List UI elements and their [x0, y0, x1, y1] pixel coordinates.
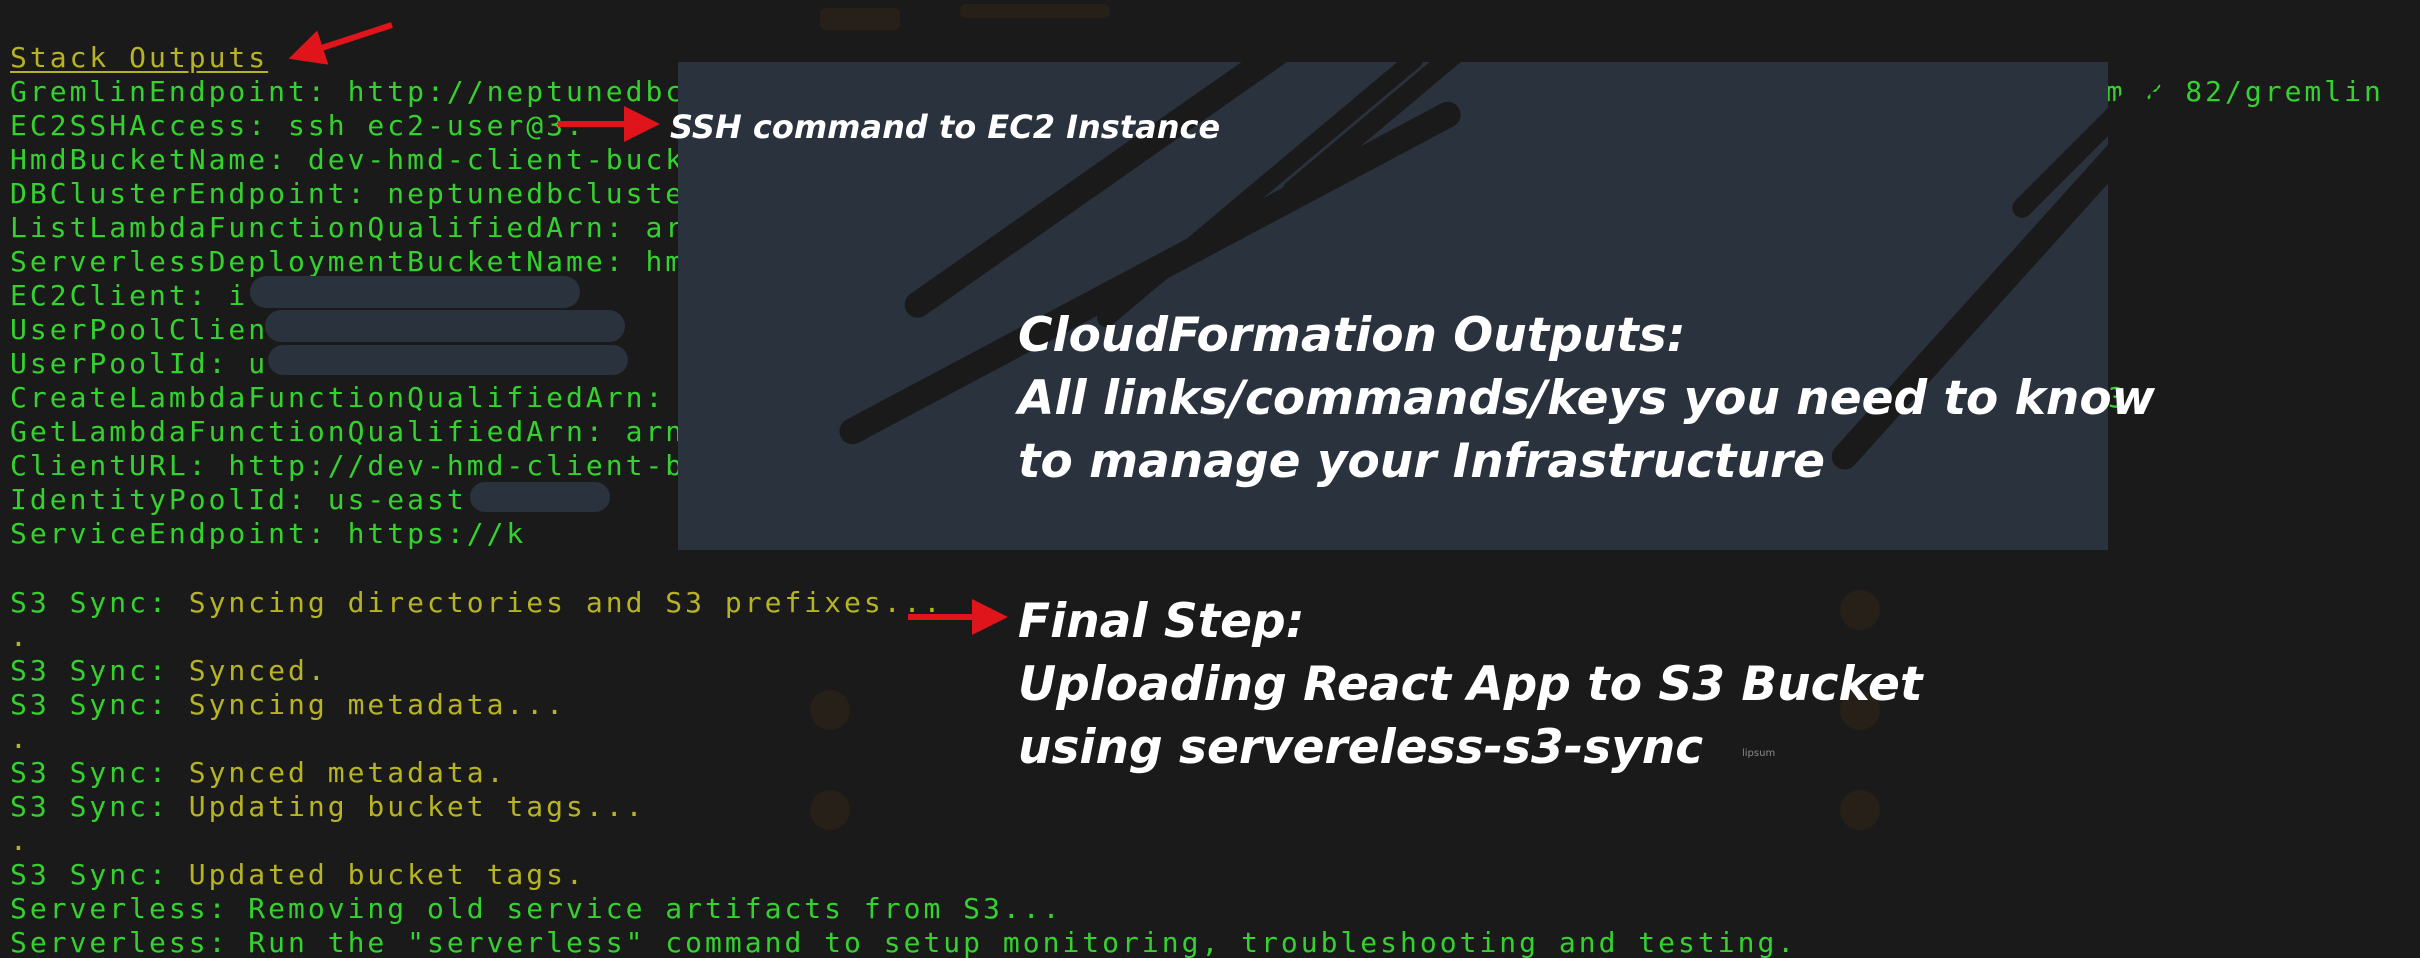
annotation-final-step-line3: using servereless-s3-sync	[1018, 720, 1704, 775]
output-line-ec2-client: EC2Client: i-0	[10, 279, 289, 312]
annotation-cloudformation-line2: All links/commands/keys you need to know	[1018, 371, 2156, 426]
tiny-label: lipsum	[1742, 748, 1776, 759]
sync-line: S3 Sync: Updating bucket tags...	[10, 790, 645, 824]
output-line-service-endpoint: ServiceEndpoint: https://k	[10, 517, 527, 550]
sync-prefix: S3 Sync:	[10, 790, 169, 823]
output-line-hmd-bucket-name: HmdBucketName: dev-hmd-client-buck	[10, 143, 686, 176]
output-line-client-url: ClientURL: http://dev-hmd-client-b	[10, 449, 686, 482]
redaction-blob	[250, 276, 580, 308]
sync-line: S3 Sync: Synced metadata.	[10, 756, 506, 790]
ghost-artifact	[960, 4, 1110, 18]
sync-line: S3 Sync: Synced.	[10, 654, 328, 688]
sync-line: .	[10, 722, 30, 756]
serverless-line-run: Serverless: Run the "serverless" command…	[10, 926, 1798, 958]
sync-prefix: S3 Sync:	[10, 858, 169, 891]
annotation-ssh: SSH command to EC2 Instance	[670, 108, 1221, 146]
redaction-blob	[470, 482, 610, 512]
output-tail-create-lambda: 3	[2108, 381, 2128, 414]
sync-prefix: S3 Sync:	[10, 688, 169, 721]
arrow-to-stack-outputs	[288, 22, 393, 65]
sync-text: Updating bucket tags...	[168, 790, 646, 823]
sync-text: Updated bucket tags.	[168, 858, 586, 891]
sync-line: .	[10, 620, 30, 654]
ghost-artifact	[1840, 790, 1880, 830]
sync-prefix: S3 Sync:	[10, 756, 169, 789]
sync-text: Syncing metadata...	[168, 688, 567, 721]
ghost-artifact	[1840, 590, 1880, 630]
stack-outputs-title: Stack Outputs	[10, 41, 269, 74]
output-line-identity-pool-id: IdentityPoolId: us-east	[10, 483, 467, 516]
output-line-get-lambda-arn: GetLambdaFunctionQualifiedArn: arn	[10, 415, 686, 448]
output-line-user-pool-id: UserPoolId: u	[10, 347, 269, 380]
output-line-deployment-bucket: ServerlessDeploymentBucketName: hm	[10, 245, 686, 278]
sync-line: S3 Sync: Syncing metadata...	[10, 688, 566, 722]
sync-prefix: S3 Sync:	[10, 586, 169, 619]
output-line-create-lambda-arn: CreateLambdaFunctionQualifiedArn:	[10, 381, 666, 414]
annotation-final-step-title: Final Step:	[1018, 594, 1305, 649]
redaction-blob	[268, 345, 628, 375]
sync-text: Syncing directories and S3 prefixes...	[168, 586, 944, 619]
annotation-final-step-line2: Uploading React App to S3 Bucket	[1018, 657, 1923, 712]
sync-text: Synced.	[168, 654, 328, 687]
sync-prefix: S3 Sync:	[10, 654, 169, 687]
annotation-cloudformation-line3: to manage your Infrastructure	[1018, 434, 1826, 489]
output-line-list-lambda-arn: ListLambdaFunctionQualifiedArn: ar	[10, 211, 686, 244]
annotation-cloudformation-title: CloudFormation Outputs:	[1018, 308, 1686, 363]
sync-text: Synced metadata.	[168, 756, 507, 789]
sync-line: S3 Sync: Syncing directories and S3 pref…	[10, 586, 943, 620]
output-line-db-cluster-endpoint: DBClusterEndpoint: neptunedbcluste	[10, 177, 686, 210]
sync-text: .	[10, 722, 30, 755]
ghost-artifact	[1840, 690, 1880, 730]
sync-text: .	[10, 620, 30, 653]
ghost-artifact	[810, 690, 850, 730]
serverless-line-removing: Serverless: Removing old service artifac…	[10, 892, 1063, 925]
output-line-ec2-ssh-access: EC2SSHAccess: ssh ec2-user@3.	[10, 109, 586, 142]
sync-line: .	[10, 824, 30, 858]
ghost-artifact	[810, 790, 850, 830]
ghost-artifact	[820, 8, 900, 30]
redaction-blob	[265, 310, 625, 342]
sync-text: .	[10, 824, 30, 857]
sync-line: S3 Sync: Updated bucket tags.	[10, 858, 586, 892]
